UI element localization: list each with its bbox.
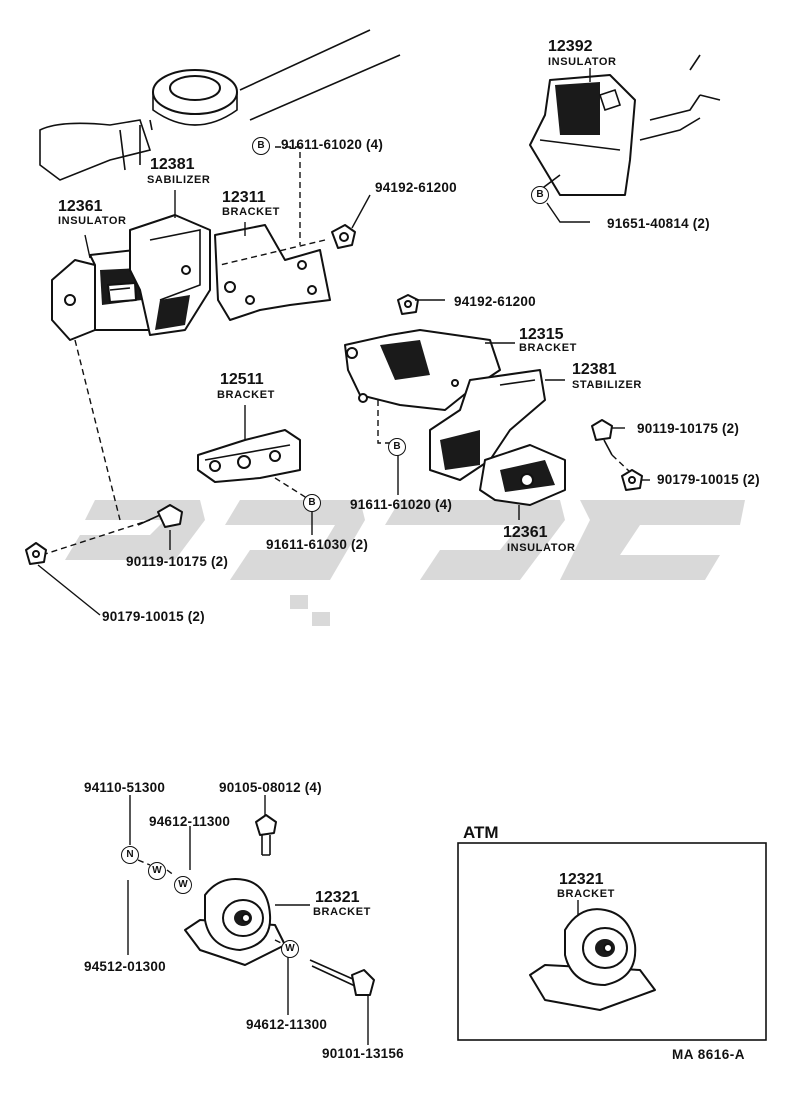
- part-ref-number: 12381: [572, 361, 617, 378]
- bolt-90119-10175-left: [137, 504, 183, 528]
- engine-outline: [39, 29, 401, 181]
- part-number: 91611-61030 (2): [266, 537, 369, 552]
- part-number: 90179-10015 (2): [102, 609, 205, 624]
- part-number: 90119-10175 (2): [637, 421, 740, 436]
- insulator-12361-right: [479, 444, 566, 506]
- part-ref-number: 12381: [150, 156, 195, 173]
- part-number: 91651-40814 (2): [607, 216, 710, 231]
- badge-b: B: [303, 494, 321, 512]
- bracket-12511: [197, 429, 301, 483]
- part-name: INSULATOR: [58, 215, 127, 227]
- bracket-12315: [344, 329, 501, 411]
- bracket-12321-atm: [529, 908, 656, 1011]
- part-name: BRACKET: [313, 906, 371, 918]
- badge-w: W: [148, 862, 166, 880]
- part-number: 94192-61200: [454, 294, 536, 309]
- part-name: BRACKET: [217, 389, 275, 401]
- part-name: STABILIZER: [572, 379, 642, 391]
- bracket-12311: [214, 224, 331, 321]
- part-ref-number: 12315: [519, 326, 564, 343]
- nut-90179-10015-left: [25, 542, 47, 565]
- part-name: BRACKET: [557, 888, 615, 900]
- part-number: 91611-61020 (4): [350, 497, 453, 512]
- part-number: 91611-61020 (4): [281, 137, 384, 152]
- part-number: 94512-01300: [84, 959, 166, 974]
- atm-title: ATM: [463, 823, 499, 842]
- part-ref-number: 12321: [559, 871, 604, 888]
- part-ref-number: 12321: [315, 889, 360, 906]
- bolt-94192-61200-mid: [397, 294, 419, 315]
- part-number: 94110-51300: [84, 780, 166, 795]
- part-ref-number: 12361: [503, 524, 548, 541]
- diagram-code: MA 8616-A: [672, 1047, 746, 1062]
- badge-b: B: [252, 137, 270, 155]
- part-name: INSULATOR: [548, 56, 617, 68]
- part-name: BRACKET: [519, 342, 577, 354]
- part-number: 94612-11300: [246, 1017, 328, 1032]
- part-number: 90179-10015 (2): [657, 472, 760, 487]
- stabilizer-12381-top: [129, 214, 211, 336]
- bolt-90105-08012: [255, 814, 277, 856]
- bracket-12321-main: [184, 878, 286, 966]
- part-name: BRACKET: [222, 206, 280, 218]
- bolt-90119-10175-right: [591, 419, 613, 456]
- part-name: SABILIZER: [147, 174, 211, 186]
- part-ref-number: 12361: [58, 198, 103, 215]
- part-number: 90101-13156: [322, 1046, 404, 1061]
- badge-w: W: [174, 876, 192, 894]
- bolt-90101-13156: [309, 959, 375, 996]
- part-name: INSULATOR: [507, 542, 576, 554]
- part-number: 90119-10175 (2): [126, 554, 229, 569]
- atm-box: [457, 842, 767, 1041]
- part-number: 90105-08012 (4): [219, 780, 322, 795]
- badge-b: B: [531, 186, 549, 204]
- part-ref-number: 12311: [222, 189, 266, 206]
- badge-b: B: [388, 438, 406, 456]
- badge-n: N: [121, 846, 139, 864]
- part-ref-number: 12511: [220, 371, 264, 388]
- part-ref-number: 12392: [548, 38, 593, 55]
- part-number: 94192-61200: [375, 180, 457, 195]
- stabilizer-12381-mid: [429, 369, 546, 481]
- nut-90179-10015-right: [621, 469, 643, 491]
- insulator-12392: [529, 54, 721, 196]
- bolt-94192-61200-top: [331, 224, 356, 249]
- part-number: 94612-11300: [149, 814, 231, 829]
- badge-w: W: [281, 940, 299, 958]
